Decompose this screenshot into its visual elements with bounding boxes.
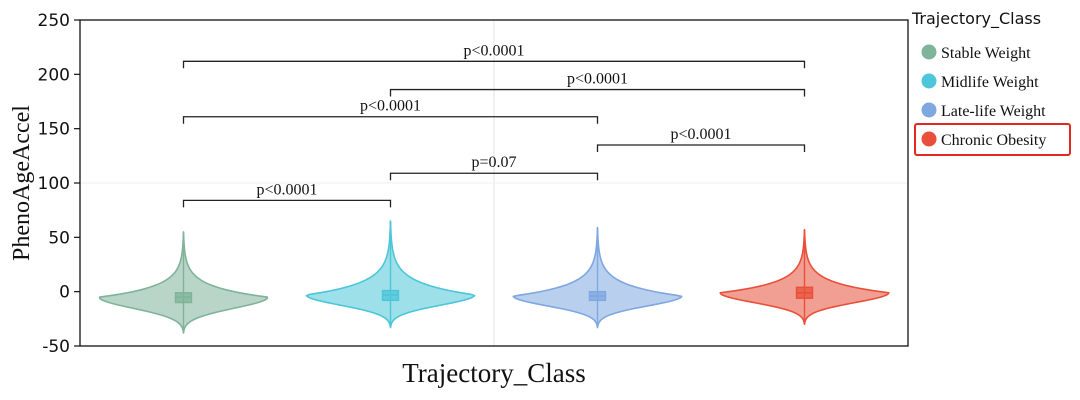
legend-label: Midlife Weight: [941, 74, 1039, 91]
legend-title: Trajectory_Class: [911, 9, 1041, 29]
bracket-label: p=0.07: [471, 154, 516, 171]
legend-swatch: [921, 73, 937, 89]
significance-brackets: p<0.0001 p<0.0001 p<0.0001 p<0.0001 p=0.07 p<…: [182, 42, 806, 208]
legend-swatch: [921, 131, 937, 147]
legend-label: Chronic Obesity: [941, 132, 1046, 149]
y-tick-label: 50: [48, 228, 70, 248]
y-tick-label: 100: [38, 174, 70, 194]
legend-highlight-box: [914, 123, 1071, 156]
violins: [98, 220, 890, 334]
bracket-label: p<0.0001: [463, 42, 524, 59]
grid: [80, 20, 908, 346]
legend-swatch: [921, 102, 937, 118]
bracket-3: [596, 144, 806, 152]
bracket-label: p<0.0001: [256, 181, 317, 198]
x-axis-title: Trajectory_Class: [402, 358, 586, 388]
bracket-1: [389, 88, 806, 97]
bracket-4: [389, 172, 599, 181]
y-tick-label: 0: [59, 283, 70, 303]
bracket-2: [182, 116, 599, 124]
legend-label: Late-life Weight: [941, 103, 1046, 120]
axes: -50 0 50 100 150 200 250: [38, 11, 80, 357]
legend-label: Stable Weight: [941, 45, 1031, 62]
legend-swatch: [921, 44, 937, 60]
bracket-label: p<0.0001: [670, 126, 731, 143]
y-axis-title: PhenoAgeAccel: [9, 105, 35, 261]
y-tick-label: 250: [38, 11, 70, 31]
bracket-5: [182, 199, 392, 208]
y-tick-label: -50: [42, 337, 70, 357]
y-tick-label: 150: [38, 120, 70, 140]
bracket-label: p<0.0001: [360, 98, 421, 115]
bracket-label: p<0.0001: [567, 71, 628, 88]
y-tick-label: 200: [38, 65, 70, 85]
bracket-0: [182, 60, 806, 69]
